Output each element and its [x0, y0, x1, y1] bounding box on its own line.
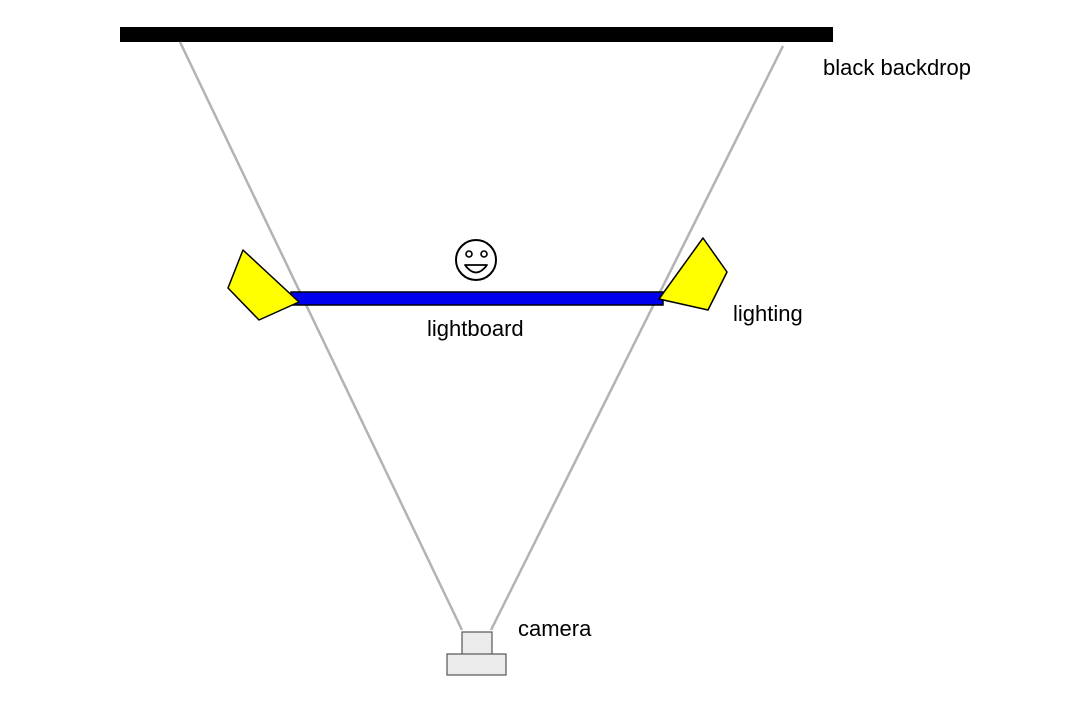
left-light-icon	[227, 249, 300, 321]
black-backdrop	[120, 27, 833, 42]
lightboard-label: lightboard	[427, 316, 524, 341]
lighting-label: lighting	[733, 301, 803, 326]
backdrop-label: black backdrop	[823, 55, 971, 80]
camera-view-line-left	[178, 41, 464, 631]
camera-label: camera	[518, 616, 592, 641]
camera-icon	[446, 631, 507, 676]
right-light-icon	[658, 237, 728, 311]
camera-view-line-right	[489, 45, 785, 631]
lightboard	[290, 291, 664, 306]
smiley-face-icon	[455, 239, 497, 281]
